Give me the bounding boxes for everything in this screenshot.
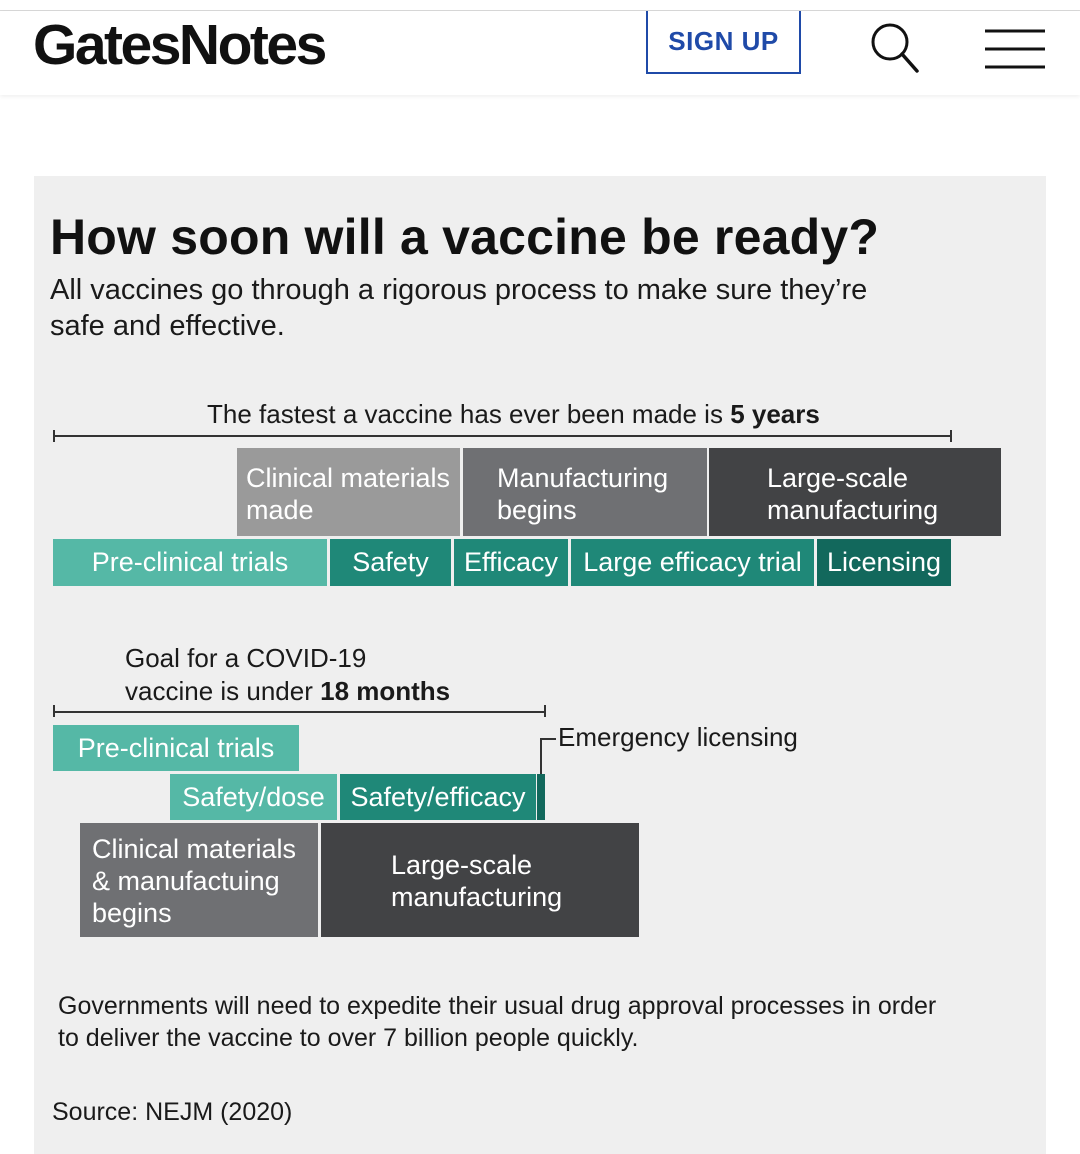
fastest-bracket-start xyxy=(53,430,55,442)
covid-bracket-line xyxy=(53,711,545,713)
covid-large-scale-manufacturing-block: Large-scale manufacturing xyxy=(321,823,639,937)
block-text: made xyxy=(246,495,314,525)
site-header: GatesNotes SIGN UP xyxy=(0,11,1080,95)
covid-bracket-end xyxy=(544,705,546,717)
emergency-licensing-label: Emergency licensing xyxy=(558,722,798,752)
fastest-bracket-line xyxy=(53,435,951,437)
block-text: manufacturing xyxy=(391,882,563,912)
search-icon[interactable] xyxy=(866,19,922,75)
block-text: & manufactuing xyxy=(92,866,280,896)
infographic-card xyxy=(34,176,1046,1154)
block-text: Manufacturing xyxy=(497,463,669,493)
covid-safety-dose-block: Safety/dose xyxy=(170,774,337,820)
manufacturing-begins-block: Manufacturing begins xyxy=(463,448,707,536)
footnote: Governments will need to expedite their … xyxy=(58,992,937,1052)
efficacy-block: Efficacy xyxy=(454,539,568,586)
covid-goal-label-line1: Goal for a COVID-19 xyxy=(125,643,367,673)
large-scale-manufacturing-block: Large-scale manufacturing xyxy=(709,448,1001,536)
licensing-block: Licensing xyxy=(817,539,951,586)
signup-button[interactable]: SIGN UP xyxy=(646,11,801,74)
emergency-connector-h xyxy=(540,738,556,740)
block-text: Large-scale xyxy=(767,463,909,493)
fastest-bracket-end xyxy=(950,430,952,442)
block-text: Clinical materials xyxy=(246,463,451,493)
infographic-subtitle: All vaccines go through a rigorous proce… xyxy=(50,274,868,342)
block-text: manufacturing xyxy=(767,495,939,525)
source-note: Source: NEJM (2020) xyxy=(52,1098,293,1126)
covid-clinical-materials-block: Clinical materials & manufactuing begins xyxy=(80,823,318,937)
covid-goal-label-line2: vaccine is under 18 months xyxy=(125,676,451,706)
block-text: Large-scale xyxy=(391,850,533,880)
site-logo[interactable]: GatesNotes xyxy=(33,13,327,77)
block-text: begins xyxy=(92,898,172,928)
covid-bracket-start xyxy=(53,705,55,717)
covid-emergency-licensing-bar xyxy=(537,774,545,820)
large-efficacy-trial-block: Large efficacy trial xyxy=(571,539,814,586)
block-text: begins xyxy=(497,495,577,525)
emergency-connector-v xyxy=(540,738,542,774)
preclinical-trials-block: Pre-clinical trials xyxy=(53,539,327,586)
fastest-label: The fastest a vaccine has ever been made… xyxy=(207,399,820,429)
top-border xyxy=(0,10,1080,11)
covid-safety-efficacy-block: Safety/efficacy xyxy=(340,774,536,820)
clinical-materials-block: Clinical materials made xyxy=(237,448,460,536)
safety-block: Safety xyxy=(330,539,451,586)
block-text: Clinical materials xyxy=(92,834,297,864)
menu-icon[interactable] xyxy=(982,23,1048,73)
covid-preclinical-block: Pre-clinical trials xyxy=(53,725,299,771)
infographic-title: How soon will a vaccine be ready? xyxy=(50,209,880,265)
